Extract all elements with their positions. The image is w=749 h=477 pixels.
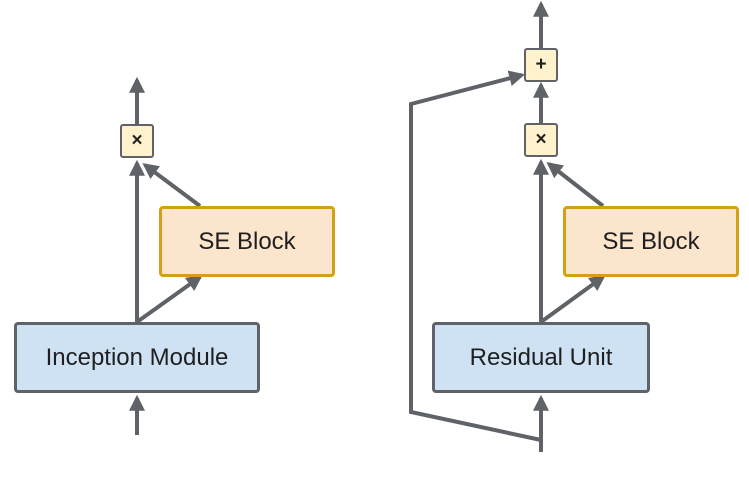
right-se-block: SE Block xyxy=(563,206,739,277)
right-scale-op: × xyxy=(524,123,558,157)
right-add-op: + xyxy=(524,48,558,82)
left-scale-op: × xyxy=(120,124,154,158)
left-scale-op-symbol: × xyxy=(131,130,143,151)
left-se-block: SE Block xyxy=(159,206,335,277)
right-scale-op-symbol: × xyxy=(535,129,547,150)
right-residual-unit: Residual Unit xyxy=(432,322,650,393)
left-module-to-se-arrow xyxy=(135,275,203,324)
right-module-to-se-arrow xyxy=(539,275,606,324)
left-se-to-scale-arrow xyxy=(142,163,202,208)
left-se-block-label: SE Block xyxy=(198,227,296,255)
left-inception-module-label: Inception Module xyxy=(45,343,229,371)
right-se-to-scale-arrow xyxy=(546,162,605,208)
left-inception-module: Inception Module xyxy=(14,322,260,393)
right-skip-connection xyxy=(409,70,542,442)
right-add-op-symbol: + xyxy=(535,54,547,75)
right-residual-unit-label: Residual Unit xyxy=(469,343,613,371)
right-se-block-label: SE Block xyxy=(602,227,700,255)
